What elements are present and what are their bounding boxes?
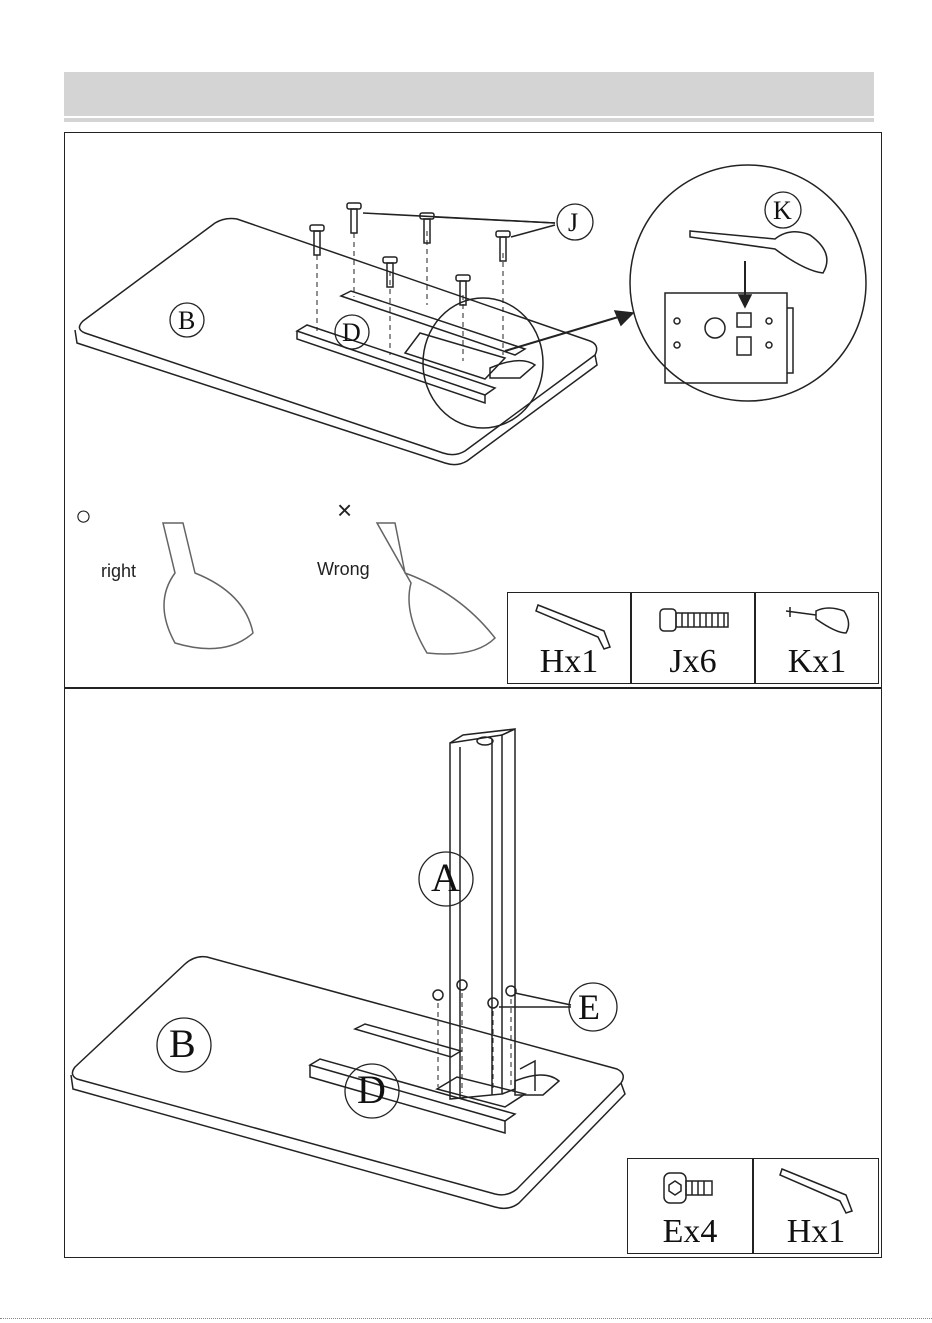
frame-d2 (355, 1024, 461, 1057)
part-h-label: Hx1 (508, 643, 630, 681)
label-a: A (431, 855, 460, 900)
wrong-mark: × (337, 495, 352, 525)
part-e-label: Ex4 (628, 1213, 752, 1251)
right-mark: ○ (75, 500, 92, 531)
right-label: right (101, 561, 136, 581)
label-b: B (178, 306, 195, 335)
leg-a (450, 735, 502, 1099)
header-bar (64, 72, 874, 116)
part-h: Hx1 (507, 592, 631, 684)
part-h2: Hx1 (753, 1158, 879, 1254)
tabletop-b (79, 219, 596, 455)
header-rule (64, 118, 874, 122)
label-b2: B (169, 1021, 196, 1066)
part-h2-label: Hx1 (754, 1213, 878, 1251)
screws-e (433, 980, 516, 1008)
label-k: K (773, 196, 792, 225)
part-e: Ex4 (627, 1158, 753, 1254)
part-j: Jx6 (631, 592, 755, 684)
step1-parts: Hx1 Jx6 Kx1 (507, 592, 879, 684)
page-edge-rule (0, 1318, 932, 1319)
part-k: Kx1 (755, 592, 879, 684)
label-d2: D (357, 1067, 386, 1112)
label-d: D (342, 318, 361, 347)
label-j: J (568, 208, 578, 237)
part-j-label: Jx6 (632, 643, 754, 681)
part-k-label: Kx1 (756, 643, 878, 681)
label-e: E (578, 987, 600, 1027)
wrong-label: Wrong (317, 559, 370, 579)
step2-parts: Ex4 Hx1 (627, 1158, 879, 1254)
